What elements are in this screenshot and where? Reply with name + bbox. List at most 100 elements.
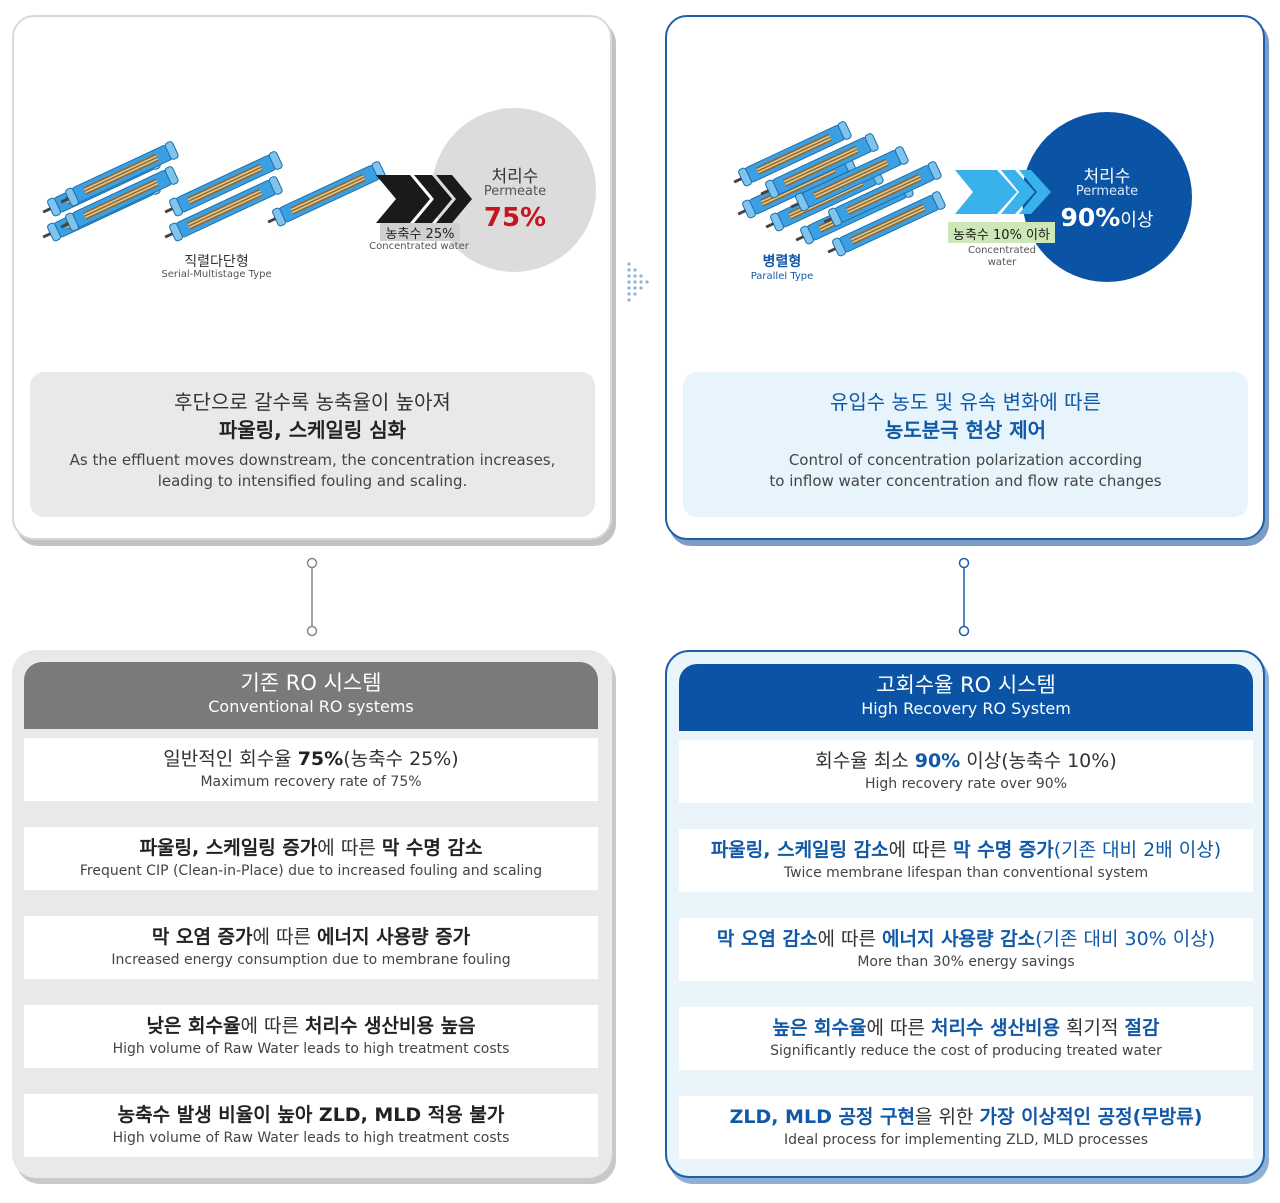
desc-en-line2: leading to intensified fouling and scali… bbox=[157, 472, 468, 490]
row-text-segment: 파울링, 스케일링 감소 bbox=[710, 839, 889, 861]
conventional-row: 농축수 발생 비율이 높아 ZLD, MLD 적용 불가 High volume… bbox=[24, 1094, 598, 1157]
conventional-description: 후단으로 갈수록 농축율이 높아져 파울링, 스케일링 심화 As the ef… bbox=[30, 372, 595, 517]
desc-ko-line1: 후단으로 갈수록 농축율이 높아져 bbox=[174, 390, 451, 414]
high-recovery-row: 회수율 최소 90% 이상(농축수 10%) High recovery rat… bbox=[679, 740, 1253, 803]
high-recovery-description: 유입수 농도 및 유속 변화에 따른 농도분극 현상 제어 Control of… bbox=[683, 372, 1248, 517]
row-en: Maximum recovery rate of 75% bbox=[200, 774, 422, 790]
row-text-segment: (농축수 25%) bbox=[343, 748, 459, 770]
permeate-label-ko: 처리수 bbox=[1083, 167, 1131, 187]
conventional-diagram-panel: 처리수 Permeate 75% 농축수 25% Concentrated wa… bbox=[12, 15, 612, 540]
row-text-segment: 에 따른 bbox=[888, 839, 954, 861]
permeate-suffix: 이상 bbox=[1120, 210, 1154, 231]
row-text-segment: 획기적 bbox=[1060, 1017, 1125, 1039]
desc-ko-line2: 파울링, 스케일링 심화 bbox=[218, 418, 407, 442]
high-recovery-ro-panel: 고회수율 RO 시스템 High Recovery RO System 회수율 … bbox=[665, 650, 1265, 1178]
parallel-membrane-illustration bbox=[667, 17, 1263, 357]
permeate-circle bbox=[432, 108, 596, 272]
row-ko: 농축수 발생 비율이 높아 ZLD, MLD 적용 불가 bbox=[24, 1102, 598, 1128]
row-text-segment: 가장 이상적인 공정(무방류) bbox=[979, 1106, 1203, 1128]
concentrate-label-ko: 농축수 25% bbox=[385, 227, 455, 242]
row-text-segment: 에너지 사용량 감소 bbox=[882, 928, 1036, 950]
permeate-percent-group: 90%이상 bbox=[1045, 203, 1169, 232]
row-ko: 파울링, 스케일링 증가에 따른 막 수명 감소 bbox=[24, 835, 598, 861]
concentrate-label-en: Concentrated water bbox=[369, 241, 469, 252]
high-recovery-title-en: High Recovery RO System bbox=[861, 699, 1071, 718]
conventional-row: 파울링, 스케일링 증가에 따른 막 수명 감소 Frequent CIP (C… bbox=[24, 827, 598, 890]
row-en: High volume of Raw Water leads to high t… bbox=[112, 1130, 510, 1146]
row-ko: 회수율 최소 90% 이상(농축수 10%) bbox=[679, 748, 1253, 774]
high-recovery-row: 파울링, 스케일링 감소에 따른 막 수명 증가(기존 대비 2배 이상) Tw… bbox=[679, 829, 1253, 892]
serial-membrane-illustration bbox=[14, 17, 610, 357]
concentrate-en-line1: Concentrated bbox=[967, 245, 1036, 256]
conventional-row: 낮은 회수율에 따른 처리수 생산비용 높음 High volume of Ra… bbox=[24, 1005, 598, 1068]
row-text-segment: ZLD, MLD 공정 구현 bbox=[729, 1106, 915, 1128]
row-en: Increased energy consumption due to memb… bbox=[111, 952, 511, 968]
row-en: High recovery rate over 90% bbox=[864, 776, 1067, 792]
conventional-row: 막 오염 증가에 따른 에너지 사용량 증가 Increased energy … bbox=[24, 916, 598, 979]
flow-arrow-icon bbox=[376, 175, 472, 223]
desc-ko-line2: 농도분극 현상 제어 bbox=[884, 418, 1047, 442]
high-recovery-header: 고회수율 RO 시스템 High Recovery RO System bbox=[679, 664, 1253, 731]
conventional-title-ko: 기존 RO 시스템 bbox=[240, 671, 382, 695]
row-ko: 낮은 회수율에 따른 처리수 생산비용 높음 bbox=[24, 1013, 598, 1039]
row-en: High volume of Raw Water leads to high t… bbox=[112, 1041, 510, 1057]
row-text-segment: 높은 회수율 bbox=[772, 1017, 867, 1039]
row-ko: ZLD, MLD 공정 구현을 위한 가장 이상적인 공정(무방류) bbox=[679, 1104, 1253, 1130]
row-text-segment: 75% bbox=[297, 748, 344, 770]
conventional-title-en: Conventional RO systems bbox=[208, 697, 414, 716]
row-text-segment: 낮은 회수율 bbox=[146, 1015, 241, 1037]
desc-en-line2: to inflow water concentration and flow r… bbox=[769, 472, 1162, 490]
row-text-segment: 처리수 생산비용 높음 bbox=[304, 1015, 476, 1037]
row-text-segment: 에너지 사용량 증가 bbox=[317, 926, 471, 948]
type-label-en: Parallel Type bbox=[750, 271, 814, 282]
row-text-segment: 절감 bbox=[1124, 1017, 1160, 1039]
high-recovery-row: 높은 회수율에 따른 처리수 생산비용 획기적 절감 Significantly… bbox=[679, 1007, 1253, 1070]
row-en: More than 30% energy savings bbox=[857, 954, 1075, 970]
permeate-label-en: Permeate bbox=[1075, 184, 1139, 199]
row-ko: 파울링, 스케일링 감소에 따른 막 수명 증가(기존 대비 2배 이상) bbox=[679, 837, 1253, 863]
row-text-segment: 90% bbox=[914, 750, 961, 772]
row-text-segment: 막 오염 증가 bbox=[151, 926, 253, 948]
row-text-segment: 막 수명 증가 bbox=[953, 839, 1054, 861]
desc-en-line1: As the effluent moves downstream, the co… bbox=[69, 451, 556, 469]
row-en: Frequent CIP (Clean-in-Place) due to inc… bbox=[79, 863, 543, 879]
permeate-circle bbox=[1022, 112, 1192, 282]
row-en: Ideal process for implementing ZLD, MLD … bbox=[783, 1132, 1148, 1148]
row-ko: 일반적인 회수율 75%(농축수 25%) bbox=[24, 746, 598, 772]
desc-en-line1: Control of concentration polarization ac… bbox=[788, 451, 1143, 469]
type-label-ko: 병렬형 bbox=[762, 254, 802, 270]
concentrate-label-en: Concentrated water bbox=[952, 245, 1052, 269]
row-text-segment: 에 따른 bbox=[240, 1015, 305, 1037]
row-text-segment: 에 따른 bbox=[317, 837, 382, 859]
concentrate-label-ko: 농축수 10% 이하 bbox=[953, 228, 1050, 243]
row-text-segment: 을 위한 bbox=[915, 1106, 980, 1128]
concentrate-en-line2: water bbox=[987, 257, 1017, 268]
row-text-segment: (기존 대비 30% 이상) bbox=[1035, 928, 1216, 950]
row-text-segment: 에 따른 bbox=[252, 926, 318, 948]
row-text-segment: 에 따른 bbox=[817, 928, 883, 950]
dotted-arrow-icon bbox=[622, 258, 658, 308]
row-text-segment: 이상(농축수 10%) bbox=[960, 750, 1117, 772]
row-text-segment: 막 수명 감소 bbox=[381, 837, 483, 859]
conventional-row: 일반적인 회수율 75%(농축수 25%) Maximum recovery r… bbox=[24, 738, 598, 801]
desc-ko-line1: 유입수 농도 및 유속 변화에 따른 bbox=[830, 390, 1101, 414]
permeate-percent: 90% bbox=[1060, 203, 1121, 232]
row-text-segment: 처리수 생산비용 bbox=[931, 1017, 1061, 1039]
permeate-label-ko: 처리수 bbox=[491, 167, 539, 187]
permeate-label-en: Permeate bbox=[483, 184, 547, 199]
row-text-segment: 일반적인 회수율 bbox=[163, 748, 298, 770]
connector-left bbox=[300, 555, 324, 639]
type-label-en: Serial-Multistage Type bbox=[161, 269, 272, 280]
row-en: Significantly reduce the cost of produci… bbox=[770, 1043, 1162, 1059]
conventional-header: 기존 RO 시스템 Conventional RO systems bbox=[24, 662, 598, 729]
high-recovery-diagram-panel: 처리수 Permeate 90%이상 농축수 10% 이하 Concentrat… bbox=[665, 15, 1265, 540]
row-text-segment: 에 따른 bbox=[866, 1017, 932, 1039]
flow-arrow-icon bbox=[955, 170, 1051, 214]
desc-en: As the effluent moves downstream, the co… bbox=[30, 450, 595, 492]
high-recovery-title-ko: 고회수율 RO 시스템 bbox=[876, 673, 1056, 697]
row-ko: 막 오염 감소에 따른 에너지 사용량 감소(기존 대비 30% 이상) bbox=[679, 926, 1253, 952]
row-text-segment: 농축수 발생 비율이 높아 ZLD, MLD 적용 불가 bbox=[117, 1104, 505, 1126]
high-recovery-row: ZLD, MLD 공정 구현을 위한 가장 이상적인 공정(무방류) Ideal… bbox=[679, 1096, 1253, 1159]
type-label-ko: 직렬다단형 bbox=[184, 254, 249, 270]
row-en: Twice membrane lifespan than conventiona… bbox=[783, 865, 1149, 881]
